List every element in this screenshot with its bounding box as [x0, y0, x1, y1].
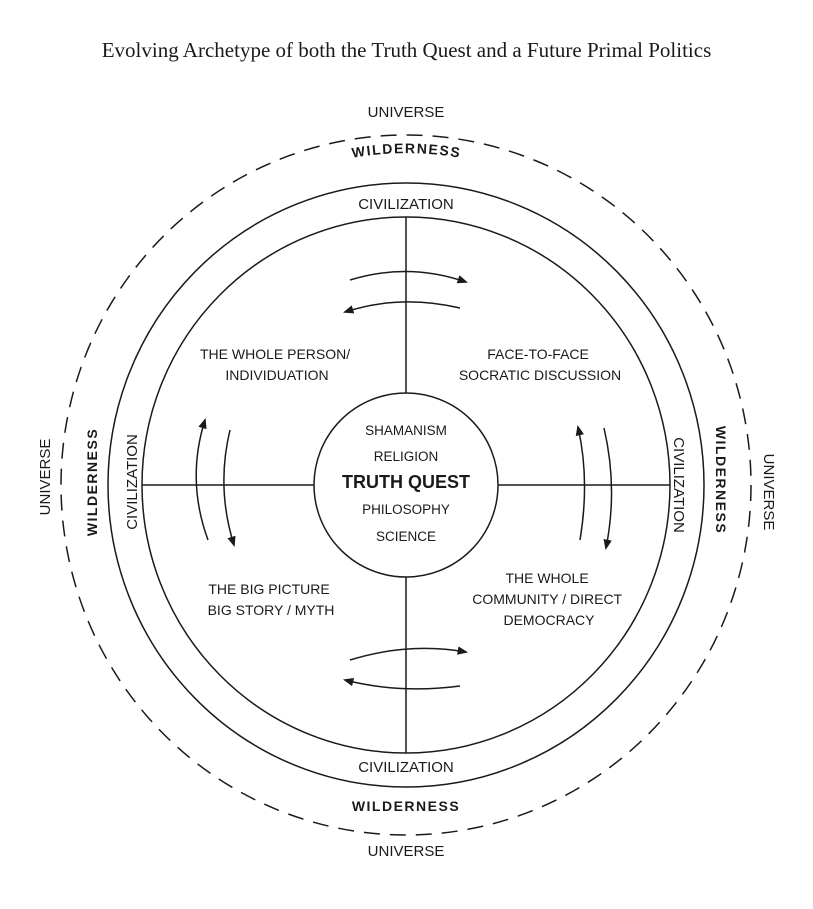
- arrow-left-outer: [195, 417, 209, 541]
- universe-label-bottom: UNIVERSE: [368, 843, 445, 860]
- quadrant-whole-person: THE WHOLE PERSON/ INDIVIDUATION: [200, 346, 354, 383]
- quadrant-whole-community: THE WHOLE COMMUNITY / DIRECT DEMOCRACY: [472, 570, 626, 628]
- arrow-bottom-upper: [349, 646, 469, 661]
- core-science: SCIENCE: [376, 529, 436, 544]
- civilization-label-bottom: CIVILIZATION: [358, 759, 454, 776]
- civilization-label-right: CIVILIZATION: [670, 437, 687, 533]
- wilderness-label-bottom: WILDERNESS: [352, 798, 460, 814]
- quadrant-big-picture: THE BIG PICTURE BIG STORY / MYTH: [208, 581, 335, 618]
- universe-label-left: UNIVERSE: [37, 439, 54, 516]
- core-religion: RELIGION: [374, 449, 439, 464]
- arrow-right-outer: [603, 427, 613, 551]
- core-philosophy: PHILOSOPHY: [362, 502, 450, 517]
- core-shamanism: SHAMANISM: [365, 423, 447, 438]
- universe-label-right: UNIVERSE: [760, 454, 777, 531]
- civilization-label-top: CIVILIZATION: [358, 196, 454, 213]
- diagram-title: Evolving Archetype of both the Truth Que…: [101, 38, 712, 62]
- wilderness-label-top: WILDERNESS: [351, 140, 463, 161]
- wilderness-label-right: WILDERNESS: [713, 426, 729, 534]
- civilization-label-left: CIVILIZATION: [124, 434, 141, 530]
- arrow-right-inner: [575, 424, 586, 541]
- arrow-bottom-lower: [342, 678, 461, 690]
- quadrant-face-to-face: FACE-TO-FACE SOCRATIC DISCUSSION: [459, 346, 621, 383]
- wilderness-label-left: WILDERNESS: [84, 428, 100, 536]
- arrow-top-lower: [343, 301, 461, 314]
- universe-boundary-dashed: [60, 134, 752, 836]
- arrow-top-upper: [349, 270, 468, 284]
- wilderness-ring: [107, 182, 705, 788]
- arrow-left-inner: [223, 429, 236, 548]
- universe-label-top: UNIVERSE: [368, 104, 445, 121]
- core-truth-quest: TRUTH QUEST: [342, 472, 470, 492]
